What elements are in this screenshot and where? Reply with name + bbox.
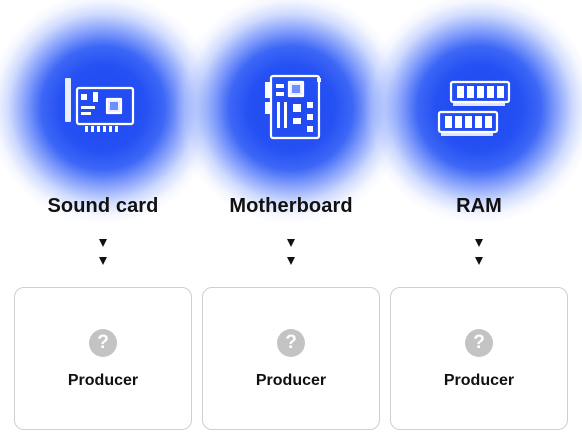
arrow-down-icon <box>475 239 483 247</box>
producer-card[interactable]: ? Producer <box>202 287 380 430</box>
question-icon: ? <box>277 329 305 357</box>
question-icon: ? <box>89 329 117 357</box>
producer-label: Producer <box>67 372 139 389</box>
component-title: Sound card <box>47 195 159 217</box>
component-title: RAM <box>456 195 502 217</box>
producer-label: Producer <box>443 372 515 389</box>
producer-card[interactable]: ? Producer <box>14 287 192 430</box>
sound-card-column: Sound card ? Producer <box>0 0 218 432</box>
arrow-down-icon <box>287 257 295 265</box>
component-title: Motherboard <box>229 195 353 217</box>
motherboard-column: Motherboard ? Producer <box>176 0 406 432</box>
producer-card[interactable]: ? Producer <box>390 287 568 430</box>
arrow-down-icon <box>99 239 107 247</box>
arrow-down-icon <box>475 257 483 265</box>
arrow-down-icon <box>287 239 295 247</box>
question-icon: ? <box>465 329 493 357</box>
ram-column: RAM ? Producer <box>364 0 582 432</box>
sound-card-icon <box>61 72 145 144</box>
ram-icon <box>437 72 521 144</box>
motherboard-icon <box>249 72 333 144</box>
arrow-down-icon <box>99 257 107 265</box>
producer-label: Producer <box>255 372 327 389</box>
